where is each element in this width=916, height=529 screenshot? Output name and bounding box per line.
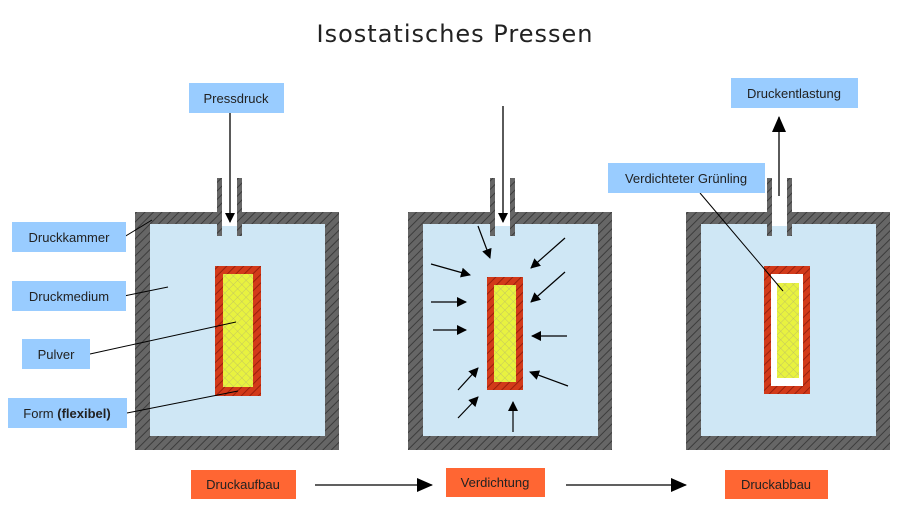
label-text: Druckmedium xyxy=(29,289,109,304)
label-text: Druckentlastung xyxy=(747,86,841,101)
leader-line xyxy=(126,390,239,414)
leader-line xyxy=(89,321,237,355)
label-pulver: Pulver xyxy=(22,339,90,369)
label-druckmedium: Druckmedium xyxy=(12,281,126,311)
leader-line xyxy=(123,286,169,297)
chamber-2 xyxy=(408,178,612,450)
label-text: Druckkammer xyxy=(29,230,111,245)
label-text: Pulver xyxy=(38,347,76,362)
piston-right xyxy=(237,178,242,236)
stage-label: Verdichtung xyxy=(461,475,530,490)
pressure-arrow xyxy=(430,263,471,278)
stage-label: Druckaufbau xyxy=(206,477,280,492)
piston-left xyxy=(217,178,222,236)
label-form-flexibel: Form (flexibel) xyxy=(8,398,127,428)
pressure-arrow xyxy=(530,237,566,269)
compacted-green-body xyxy=(777,283,799,378)
powder xyxy=(494,285,516,382)
leader-lines xyxy=(89,192,784,414)
leader-line xyxy=(123,219,153,238)
chamber-3 xyxy=(686,178,890,450)
label-druckentlastung: Druckentlastung xyxy=(731,78,858,108)
label-druckkammer: Druckkammer xyxy=(12,222,126,252)
chamber-1 xyxy=(135,178,339,450)
pressure-arrow xyxy=(529,370,569,387)
label-text: Pressdruck xyxy=(203,91,269,106)
isostatic-pressure-arrows xyxy=(430,225,569,432)
pressure-arrow xyxy=(477,225,492,259)
powder xyxy=(223,274,253,387)
pressure-arrow xyxy=(530,271,566,303)
stage-druckaufbau: Druckaufbau xyxy=(191,470,296,499)
stage-verdichtung: Verdichtung xyxy=(446,468,545,497)
diagram-title: Isostatisches Pressen xyxy=(317,20,594,48)
stage-label: Druckabbau xyxy=(741,477,811,492)
form-bold: (flexibel) xyxy=(57,406,110,421)
label-verdichteter-gruenling: Verdichteter Grünling xyxy=(608,163,765,193)
piston-right xyxy=(510,178,515,236)
piston-left xyxy=(767,178,772,236)
pressure-arrow xyxy=(457,367,479,391)
form-prefix: Form xyxy=(23,406,57,421)
pressure-arrow xyxy=(457,396,479,419)
stage-druckabbau: Druckabbau xyxy=(725,470,828,499)
piston-left xyxy=(490,178,495,236)
label-text: Verdichteter Grünling xyxy=(625,171,747,186)
label-pressdruck: Pressdruck xyxy=(189,83,284,113)
leader-line xyxy=(699,192,784,292)
label-text: Form (flexibel) xyxy=(23,406,110,421)
piston-right xyxy=(787,178,792,236)
